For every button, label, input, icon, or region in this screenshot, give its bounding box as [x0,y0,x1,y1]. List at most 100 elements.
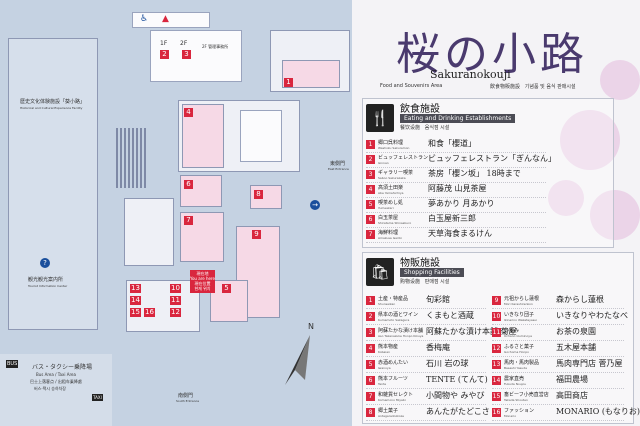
item-romaji: Amakusa Isaribi [378,236,402,240]
item-number: 2 [366,155,375,164]
divider [366,356,486,357]
east-gate-arrow-icon: → [310,200,320,210]
item-category: 熊本物産 [378,344,399,350]
item-category: ファッション [504,408,535,414]
toilet-icon: ♿ [140,14,149,24]
toilet-pictogram: ▲ [162,14,169,24]
stall-grid [124,198,174,266]
flower-decoration [548,180,584,216]
item-category: いきなり団子 [504,312,535,318]
item-number: 12 [492,344,501,353]
page-title-romaji: Sakuranokouji [430,68,511,81]
divider [492,388,624,389]
building-9-marker: 9 [252,230,261,239]
eating-title-tr: 餐饮设施 음식점 시설 [400,124,449,131]
divider [366,167,546,168]
item-name: ビュッフェレストラン「ぎんなん」 [428,154,556,163]
divider [366,152,546,153]
item-number: 6 [366,215,375,224]
item-number: 4 [366,344,375,353]
flower-decoration [600,60,640,100]
item-name: 和食「櫻道」 [428,139,476,148]
item-romaji: Mori Karashirenkon [504,302,533,306]
you-are-here-marker: 現在地 You are here 現在位置 현재 위치 [190,270,215,293]
subtitle-en: Food and Souvenirs Area [380,83,443,89]
divider [492,404,624,405]
item-romaji: Ginnan [378,161,389,165]
item-name: 天草海食まるけん [428,229,492,238]
item-romaji: Gochoma Honpo [504,350,529,354]
building-6-marker: 6 [184,180,193,189]
item-number: 8 [366,408,375,417]
item-name: いきなりやわたなべ [556,311,628,320]
you-are-here-cn: 現在位置 [194,281,211,286]
item-name: くまもと酒蔵 [426,311,474,320]
item-name: お茶の泉園 [556,327,596,336]
item-name: 阿蘇たかな漬け本舗 菊屋 [426,327,517,336]
building-5-marker: 5 [222,284,231,293]
building-4-marker: 4 [184,108,193,117]
shopping-title: 物販施設 [400,258,440,269]
building-7-marker: 7 [184,216,193,225]
item-number: 10 [492,312,501,321]
flower-decoration [590,190,640,240]
item-category: 高須土田楽 [378,185,404,191]
item-name: 旬彩館 [426,295,450,304]
eating-title-en: Eating and Drinking Establishments [400,114,516,123]
shopping-title-cn: 购物设施 [400,279,421,285]
item-number: 6 [366,376,375,385]
bus-label-en: Bus Area / Taxi Area [36,372,76,377]
floor-2f-label: 2F [180,40,188,47]
bus-icon: BUS [6,360,19,368]
item-number: 3 [366,170,375,179]
item-romaji: Iwanoya [378,366,391,370]
tourist-info-label: 観光観光案内所 [28,277,64,283]
divider [366,372,486,373]
divider [366,182,546,183]
item-name: 福田農場 [556,375,588,384]
south-gate-label-en: South Entrance [176,399,200,403]
item-name: MONARIO (もなりお) [556,407,640,416]
compass-icon [285,335,310,385]
item-category: 畜ビーフ小売直営店 [504,392,549,398]
item-romaji: Ochano Izuminoya [504,334,532,338]
item-name: 森からし蓮根 [556,295,604,304]
toilet-bar [132,12,210,28]
divider [366,324,486,325]
flower-decoration [560,110,620,170]
item-category: 郷土菓子 [378,408,399,414]
building-11-marker: 11 [170,296,181,305]
item-romaji: Tente [378,382,387,386]
item-romaji: Kobaian [378,350,390,354]
divider [492,324,624,325]
eating-section [362,98,614,248]
you-are-here-jp: 現在地 [196,271,209,276]
item-romaji: Ikinarino Wakatayasui [504,318,538,322]
item-name: 五木屋本舗 [556,343,596,352]
divider [492,356,624,357]
bus-label-kr: 버스·택시 승하차장 [34,386,66,391]
building-13-marker: 13 [130,284,141,293]
item-number: 9 [492,296,501,305]
item-category: 赤酒めんたい [378,360,409,366]
south-gate-label: 南側門 [178,393,194,399]
museum-building [8,38,98,330]
courtyard [240,110,282,162]
building-2-marker: 2 [160,50,169,59]
item-name: 夢あかり 月あかり [428,199,495,208]
item-category: 県本の酒とワイン [378,312,419,318]
shopping-bag-icon: 🛍 [366,258,394,286]
item-number: 1 [366,296,375,305]
